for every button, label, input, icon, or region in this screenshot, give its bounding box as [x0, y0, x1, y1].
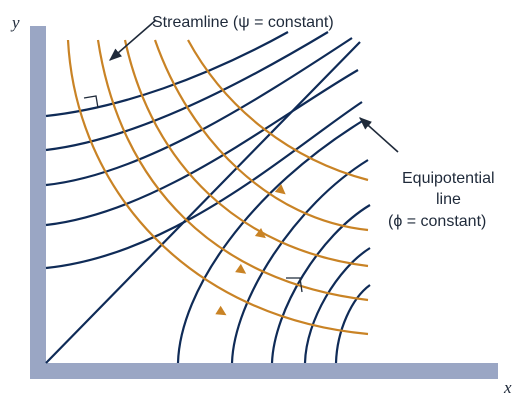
equipotential-line	[334, 284, 371, 364]
streamline-pointer-arrow	[109, 19, 157, 61]
equipotential-line	[176, 119, 365, 364]
equipotential-line	[303, 247, 371, 364]
vertical-wall	[30, 26, 46, 379]
equipotential-label-line2: line	[436, 191, 461, 208]
triangle-arrow-icon	[274, 184, 286, 195]
streamline	[66, 39, 369, 336]
equipotential-line	[45, 69, 359, 227]
streamline-label: Streamline (ψ = constant)	[152, 14, 334, 31]
streamlines	[66, 39, 369, 336]
horizontal-wall	[30, 363, 498, 379]
streamline	[123, 39, 369, 268]
wall-boundary	[30, 26, 498, 379]
right-angle-markers	[83, 95, 303, 293]
equipotential-line	[270, 204, 371, 364]
triangle-arrow-icon	[215, 305, 227, 316]
equipotential-label-line1: Equipotential	[402, 170, 495, 187]
equipotential-line	[45, 31, 329, 152]
triangle-arrow-icon	[235, 263, 247, 274]
streamline	[153, 39, 369, 232]
streamline	[187, 39, 369, 182]
equipotential-line	[45, 31, 289, 118]
equipotential-pointer-arrow	[359, 117, 399, 153]
equipotential-line	[45, 37, 353, 187]
flow-arrowheads	[215, 184, 286, 316]
right-angle-marker-icon	[286, 277, 303, 293]
right-angle-marker-icon	[83, 95, 99, 109]
streamline	[96, 39, 369, 302]
equipotential-label-line3: (ϕ = constant)	[388, 213, 486, 230]
equipotential-diagonal	[45, 41, 361, 364]
equipotential-line	[45, 101, 363, 270]
x-axis-label: x	[503, 378, 512, 397]
triangle-arrow-icon	[254, 228, 266, 239]
equipotential-line	[230, 159, 369, 364]
equipotential-lines	[45, 31, 371, 364]
y-axis-label: y	[10, 13, 20, 32]
